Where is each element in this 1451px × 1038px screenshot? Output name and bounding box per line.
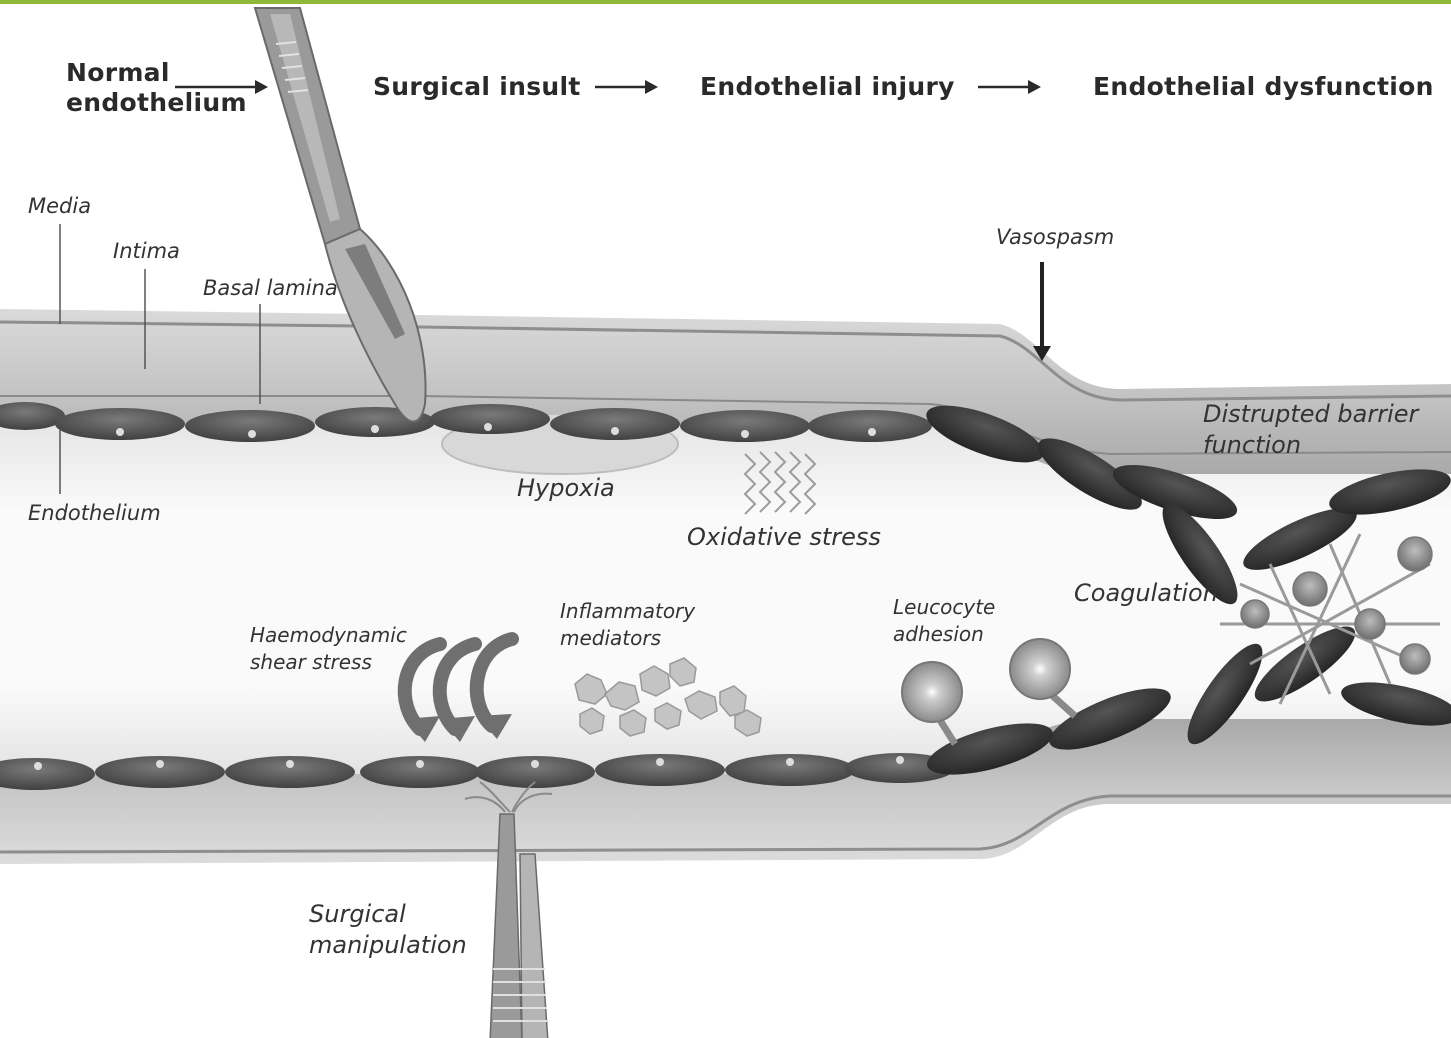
label-shear-line1: Haemodynamic <box>250 622 407 649</box>
label-basal-lamina: Basal lamina <box>203 275 338 302</box>
label-inflammatory-line1: Inflammatory <box>560 598 695 625</box>
header-surgical-insult: Surgical insult <box>373 72 581 101</box>
label-barrier-line2: function <box>1203 430 1418 461</box>
label-leucocyte-line1: Leucocyte <box>893 594 995 621</box>
header-normal-line2: endothelium <box>66 88 247 118</box>
label-vasospasm: Vasospasm <box>996 224 1114 251</box>
vasospasm-arrow <box>1033 262 1051 361</box>
header-endothelial-injury: Endothelial injury <box>700 72 955 101</box>
label-endothelium: Endothelium <box>28 500 161 527</box>
label-oxidative-stress: Oxidative stress <box>687 522 881 553</box>
label-shear-line2: shear stress <box>250 649 407 676</box>
header-normal-line1: Normal <box>66 58 247 88</box>
label-coagulation: Coagulation <box>1074 578 1218 609</box>
label-manipulation-line1: Surgical <box>309 899 467 930</box>
label-inflammatory-line2: mediators <box>560 625 695 652</box>
label-surgical-manipulation: Surgical manipulation <box>309 899 467 961</box>
label-leucocyte-adhesion: Leucocyte adhesion <box>893 594 995 648</box>
label-inflammatory-mediators: Inflammatory mediators <box>560 598 695 652</box>
header-normal-endothelium: Normal endothelium <box>66 58 247 118</box>
label-shear-stress: Haemodynamic shear stress <box>250 622 407 676</box>
header-endothelial-dysfunction: Endothelial dysfunction <box>1093 72 1434 101</box>
label-leucocyte-line2: adhesion <box>893 621 995 648</box>
label-disrupted-barrier: Distrupted barrier function <box>1203 399 1418 461</box>
label-manipulation-line2: manipulation <box>309 930 467 961</box>
vessel-illustration <box>0 4 1451 1038</box>
label-barrier-line1: Distrupted barrier <box>1203 399 1418 430</box>
label-intima: Intima <box>113 238 180 265</box>
label-media: Media <box>28 193 91 220</box>
label-hypoxia: Hypoxia <box>517 473 615 504</box>
